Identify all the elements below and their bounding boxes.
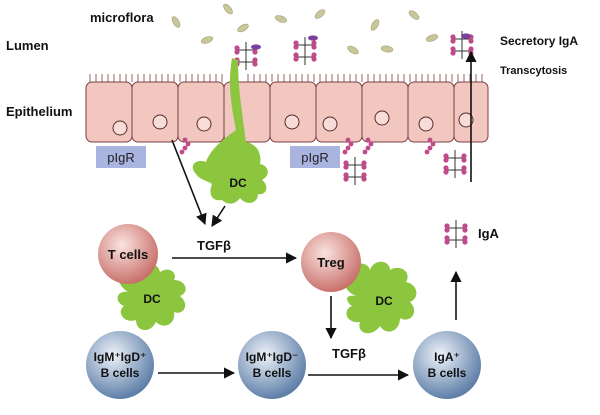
naive-b-line1: IgM⁺IgD⁺ [94, 350, 147, 364]
bacterium [408, 10, 420, 20]
naive-b-cells: IgM⁺IgD⁺ B cells [86, 331, 154, 399]
pigr-box-left: pIgR [96, 146, 146, 168]
dc-label: DC [375, 294, 393, 308]
epithelial-cell [269, 81, 317, 143]
bacterium [200, 36, 214, 44]
arrow-dc-to-tgfb [211, 205, 226, 227]
iga-b-line1: IgA⁺ [434, 350, 460, 364]
bacterium [274, 15, 288, 23]
lumen-region: Lumen microflora [6, 10, 154, 53]
treg-cell: Treg [301, 232, 361, 292]
pathway-arrows [158, 139, 462, 381]
bacterium [347, 45, 359, 55]
t-cells-label: T cells [108, 247, 148, 262]
lumen-secretory-iga [233, 30, 475, 71]
iga-b-line2: B cells [428, 366, 467, 380]
treg-label: Treg [317, 255, 345, 270]
iga-pigr-complexes [342, 149, 468, 186]
bacterium [237, 23, 249, 33]
mid-b-line1: IgM⁺IgD⁻ [246, 350, 299, 364]
microflora-bacteria [171, 3, 439, 55]
transcytosis-label: Transcytosis [500, 65, 567, 77]
microflora-label: microflora [90, 10, 154, 25]
bacterium [223, 3, 233, 15]
nucleus [458, 112, 474, 128]
dc-label: DC [229, 176, 247, 190]
t-cells: T cells [98, 224, 158, 284]
epithelial-cell [407, 81, 455, 143]
pigr-label: pIgR [107, 150, 134, 165]
secretory-iga-label: Secretory IgA [500, 34, 578, 48]
nucleus [152, 114, 168, 130]
nucleus [196, 116, 212, 132]
bacterium [314, 9, 326, 19]
intermediate-b-cells: IgM⁺IgD⁻ B cells [238, 331, 306, 399]
epithelial-cell [177, 81, 225, 143]
tgfb-label-bottom: TGFβ [332, 346, 366, 361]
arrow-epithelium-to-tgfb [171, 139, 207, 226]
bacterium [171, 16, 181, 28]
lumen-label: Lumen [6, 38, 49, 53]
pigr-label: pIgR [301, 150, 328, 165]
nucleus [284, 114, 300, 130]
secreted-iga [443, 219, 469, 249]
bacterium [425, 34, 439, 42]
epithelial-layer [85, 74, 489, 143]
pigr-box-right: pIgR [290, 146, 340, 168]
nucleus [374, 110, 390, 126]
tgfb-label-top: TGFβ [197, 238, 231, 253]
dc-label: DC [143, 292, 161, 306]
bacterium [380, 45, 394, 53]
dendritic-cell-right: DC [344, 261, 417, 334]
epithelium-label: Epithelium [6, 104, 72, 119]
bacterium [370, 19, 380, 31]
dendritic-cell-top: DC [192, 58, 268, 204]
iga-b-cells: IgA⁺ B cells [413, 331, 481, 399]
iga-label: IgA [478, 226, 500, 241]
naive-b-line2: B cells [101, 366, 140, 380]
epithelial-cell [315, 81, 363, 143]
nucleus [112, 120, 128, 136]
nucleus [418, 116, 434, 132]
nucleus [322, 116, 338, 132]
mid-b-line2: B cells [253, 366, 292, 380]
epithelial-cell [131, 81, 179, 143]
